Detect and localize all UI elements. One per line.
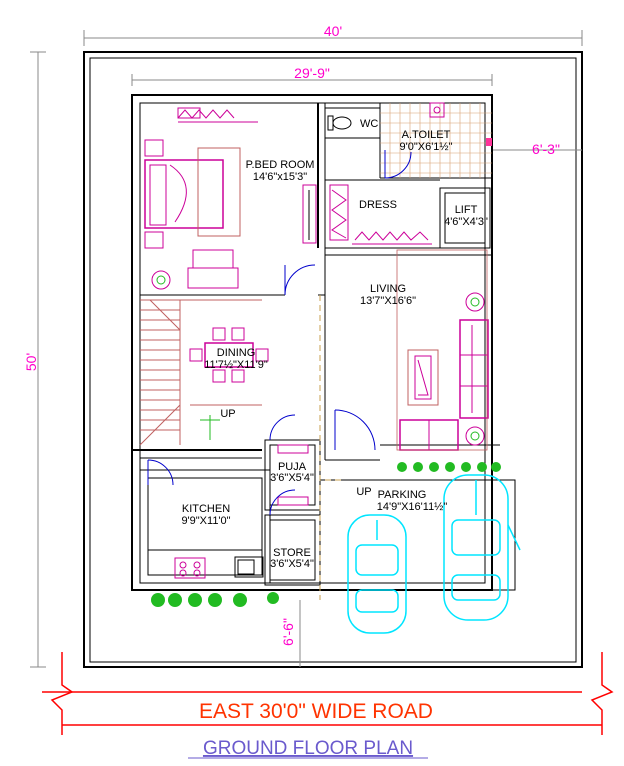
toilet-tiles bbox=[380, 103, 492, 178]
toilet-fixture-icon bbox=[486, 138, 492, 146]
side-table-icon bbox=[144, 231, 164, 249]
toilet-size-label: 9'0"X6'1½" bbox=[400, 141, 453, 153]
staircase bbox=[139, 299, 262, 446]
center-table-icon bbox=[407, 349, 439, 406]
living-name-label: LIVING bbox=[370, 283, 406, 295]
puja-size-label: 3'6"X5'4" bbox=[270, 472, 314, 484]
chair-icon bbox=[231, 327, 245, 341]
store-name-label: STORE bbox=[273, 547, 311, 559]
dining-size-label: 11'7½"X11'9" bbox=[204, 359, 268, 371]
road-boundary bbox=[42, 652, 614, 735]
doors bbox=[147, 150, 412, 516]
tv-unit-icon bbox=[192, 249, 234, 269]
car-left-icon bbox=[347, 514, 407, 634]
parking-size-label: 14'9"X16'11½" bbox=[377, 501, 448, 513]
stove-icon bbox=[174, 557, 206, 579]
bed-icon bbox=[144, 159, 224, 229]
toilet-name-label: A.TOILET bbox=[402, 129, 451, 141]
kitchen-size-label: 9'9"X11'0" bbox=[181, 515, 230, 527]
wc-toilet-icon bbox=[332, 116, 352, 130]
dress-wardrobe bbox=[329, 184, 432, 245]
side-table-icon bbox=[144, 139, 164, 157]
bedroom-furniture bbox=[144, 107, 317, 290]
chair-icon bbox=[212, 369, 226, 383]
dress-label: DRESS bbox=[359, 199, 397, 211]
bedroom-name-label: P.BED ROOM bbox=[246, 159, 315, 171]
parking-up-label: UP bbox=[356, 486, 371, 498]
road-label: EAST 30'0" WIDE ROAD bbox=[199, 700, 433, 723]
bedroom-door-icon bbox=[284, 264, 316, 296]
dining-name-label: DINING bbox=[217, 347, 256, 359]
lift-name-label: LIFT bbox=[455, 204, 478, 216]
bedroom-size-label: 14'6"x15'3" bbox=[253, 171, 307, 183]
building-walls bbox=[131, 94, 516, 591]
chair-icon bbox=[231, 369, 245, 383]
washbasin-drain-icon bbox=[433, 106, 441, 114]
living-furniture bbox=[396, 249, 489, 451]
inner-width-dimension: 29'-9" bbox=[294, 65, 330, 81]
chair-icon bbox=[255, 348, 269, 362]
dimension-lines bbox=[30, 30, 583, 668]
kitchen-door-icon bbox=[147, 459, 174, 486]
kitchen-fixtures bbox=[148, 549, 264, 579]
store-size-label: 3'6"X5'4" bbox=[270, 558, 314, 570]
overall-width-dimension: 40' bbox=[324, 23, 342, 39]
wc-cistern-icon bbox=[327, 115, 334, 131]
plan-title: GROUND FLOOR PLAN bbox=[203, 738, 413, 759]
wc-label: WC bbox=[360, 118, 378, 130]
sofa-icon bbox=[459, 319, 489, 419]
parked-cars bbox=[347, 474, 521, 634]
lift-size-label: 4'6"X4'3" bbox=[444, 216, 488, 228]
front-setback-dimension: 6'-6" bbox=[280, 618, 296, 646]
living-door-icon bbox=[334, 409, 376, 451]
puja-name-label: PUJA bbox=[278, 461, 307, 473]
kitchen-name-label: KITCHEN bbox=[182, 503, 230, 515]
side-setback-dimension: 6'-3" bbox=[532, 141, 560, 157]
living-size-label: 13'7"X16'6" bbox=[360, 295, 416, 307]
dining-table bbox=[189, 327, 269, 383]
potted-plant-icon bbox=[465, 292, 485, 312]
potted-plant-icon bbox=[151, 270, 171, 290]
overall-depth-dimension: 50' bbox=[23, 353, 39, 371]
plot-boundary bbox=[83, 51, 583, 668]
washbasin-icon bbox=[429, 102, 445, 118]
puja-fixtures bbox=[277, 444, 309, 506]
chair-icon bbox=[212, 327, 226, 341]
stair-up-label: UP bbox=[220, 408, 235, 420]
chair-icon bbox=[189, 348, 203, 362]
car-right-icon bbox=[443, 474, 521, 621]
dashed-partitions bbox=[319, 295, 345, 600]
parking-name-label: PARKING bbox=[378, 489, 427, 501]
sink-icon bbox=[234, 556, 264, 578]
potted-plant-icon bbox=[465, 426, 485, 446]
plants-row bbox=[151, 462, 501, 607]
